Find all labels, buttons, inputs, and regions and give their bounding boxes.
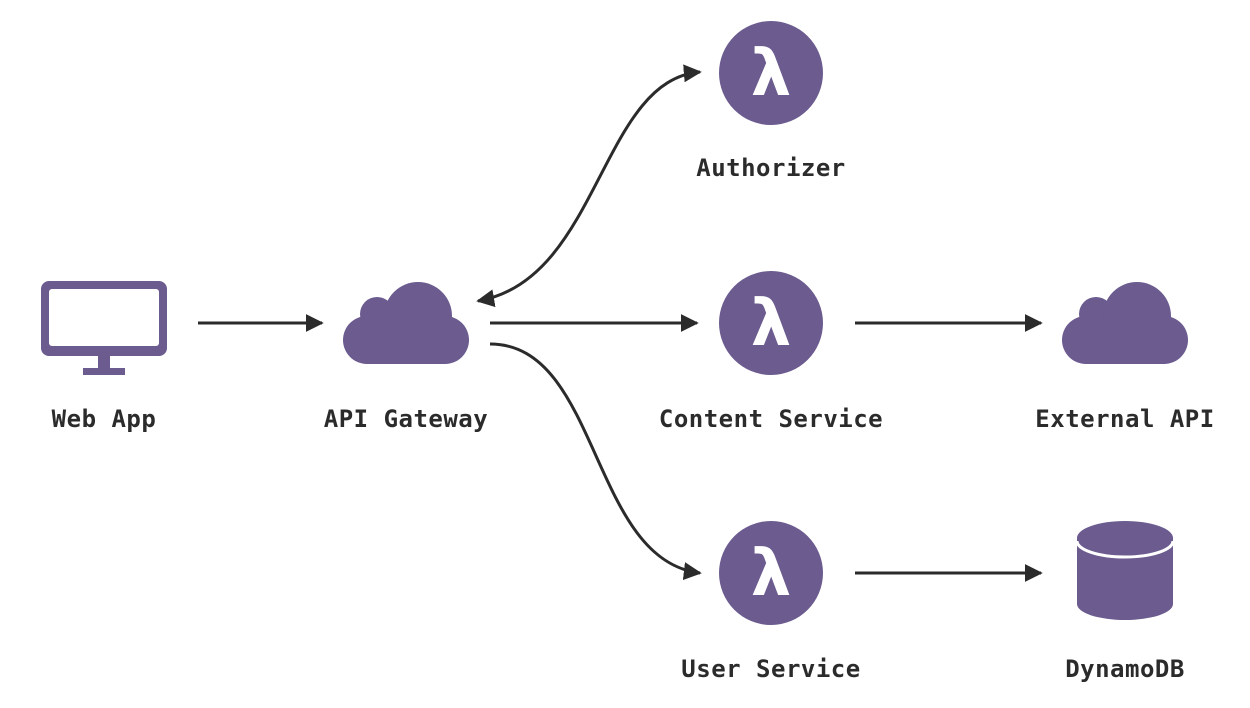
edge-gateway-to-user-service	[489, 342, 702, 581]
node-api-gateway: API Gateway	[324, 282, 488, 433]
lambda-glyph: λ	[751, 537, 792, 611]
edge-gateway-authorizer	[476, 64, 702, 308]
node-authorizer: λ Authorizer	[696, 21, 846, 182]
node-web-app: Web App	[41, 281, 167, 433]
cloud-icon	[1062, 282, 1188, 364]
monitor-icon	[41, 281, 167, 375]
lambda-icon: λ	[719, 521, 823, 625]
node-user-service: λ User Service	[681, 521, 860, 683]
node-label-dynamodb: DynamoDB	[1065, 655, 1185, 683]
database-icon	[1075, 521, 1175, 620]
node-label-web-app: Web App	[52, 405, 157, 433]
node-label-authorizer: Authorizer	[696, 154, 846, 182]
node-label-api-gateway: API Gateway	[324, 405, 488, 433]
node-content-service: λ Content Service	[659, 271, 883, 433]
cloud-icon	[343, 282, 469, 364]
node-label-external-api: External API	[1035, 405, 1214, 433]
node-dynamodb: DynamoDB	[1065, 521, 1185, 683]
node-label-content-service: Content Service	[659, 405, 883, 433]
node-external-api: External API	[1035, 282, 1214, 433]
edges	[198, 64, 1043, 582]
node-label-user-service: User Service	[681, 655, 860, 683]
lambda-icon: λ	[719, 21, 823, 125]
lambda-glyph: λ	[751, 287, 792, 361]
lambda-icon: λ	[719, 271, 823, 375]
lambda-glyph: λ	[751, 37, 792, 111]
